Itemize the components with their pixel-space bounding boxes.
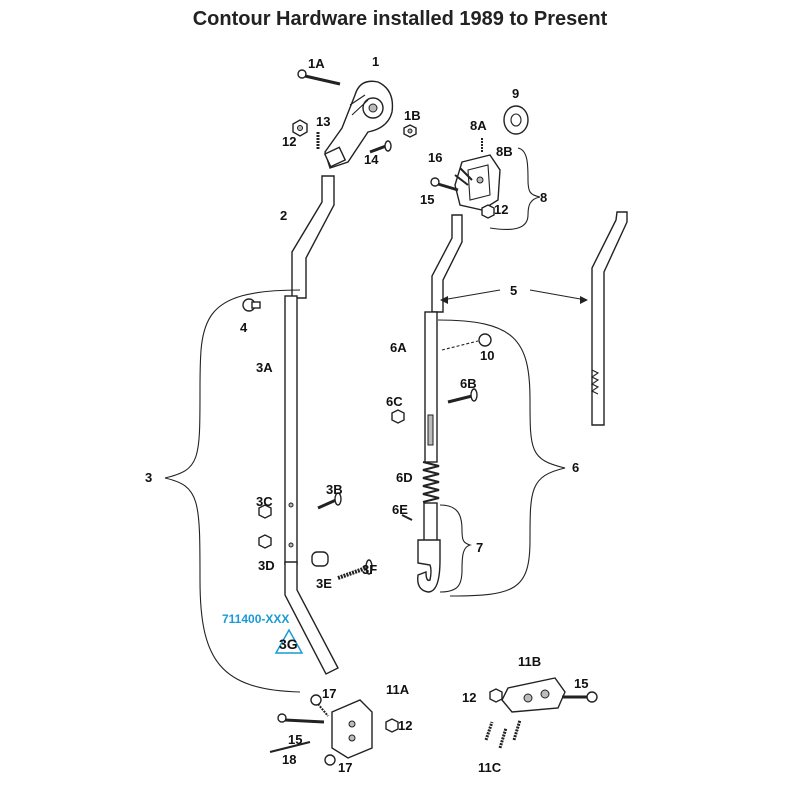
part-10-knob — [441, 333, 492, 351]
label-14: 14 — [364, 152, 379, 167]
label-3E: 3E — [316, 576, 332, 591]
label-3C: 3C — [256, 494, 273, 509]
label-3A: 3A — [256, 360, 273, 375]
part-12-nut-left-bottom — [385, 718, 399, 733]
part-5-separate-rod — [590, 211, 628, 426]
part-link-711400[interactable]: 711400-XXX — [222, 612, 289, 626]
label-3: 3 — [145, 470, 152, 485]
part-15-bolt-top — [430, 177, 459, 192]
part-3E-spacer — [311, 551, 329, 567]
page-title: Contour Hardware installed 1989 to Prese… — [192, 8, 608, 30]
label-6C: 6C — [386, 394, 403, 409]
label-12-top: 12 — [282, 134, 296, 149]
label-3F: 3F — [362, 562, 377, 577]
label-13: 13 — [316, 114, 330, 129]
part-1-handle-bracket — [323, 80, 394, 169]
part-12-nut-right-bottom — [489, 688, 503, 703]
part-3A-tube — [284, 295, 298, 565]
label-1A: 1A — [308, 56, 325, 71]
label-12-right: 12 — [494, 202, 508, 217]
label-10: 10 — [480, 348, 494, 363]
part-3D-lower-rod — [284, 561, 339, 675]
part-9-wheel — [503, 105, 529, 135]
part-8-bracket — [454, 154, 501, 211]
part-5-pointer — [440, 289, 588, 304]
label-8B: 8B — [496, 144, 513, 159]
part-3B-bolt — [317, 492, 342, 510]
brace-7 — [439, 504, 472, 593]
part-6B-bolt — [447, 388, 478, 404]
part-17-screw-a — [310, 694, 329, 717]
part-11A-bracket — [331, 699, 373, 759]
label-15-left: 15 — [288, 732, 302, 747]
label-6: 6 — [572, 460, 579, 475]
label-11B: 11B — [518, 654, 541, 669]
part-17-screw-b — [324, 754, 336, 766]
label-11C: 11C — [478, 760, 502, 775]
part-3G-triangle — [274, 628, 304, 654]
part-4-knob — [242, 298, 261, 312]
label-18: 18 — [282, 752, 296, 767]
label-5: 5 — [510, 283, 517, 298]
label-6A: 6A — [390, 340, 407, 355]
part-3C-nuts — [258, 504, 272, 549]
part-14-bolt — [369, 140, 392, 154]
label-1B: 1B — [404, 108, 421, 123]
part-6D-spring — [422, 461, 440, 503]
label-4: 4 — [240, 320, 248, 335]
brace-8 — [489, 147, 541, 231]
label-11A: 11A — [386, 682, 410, 697]
label-2: 2 — [280, 208, 287, 223]
part-3F-bolt — [337, 559, 373, 580]
label-15-right: 15 — [574, 676, 588, 691]
part-15-bolt-right — [562, 691, 598, 703]
label-8A: 8A — [470, 118, 487, 133]
part-1A-bolt — [297, 69, 341, 86]
label-3G[interactable]: 3G — [279, 636, 298, 652]
part-2-upper-rod — [291, 175, 335, 299]
label-16: 16 — [428, 150, 442, 165]
part-18-rod — [269, 741, 311, 753]
label-12-right-bottom: 12 — [462, 690, 476, 705]
part-12-nut-top — [292, 119, 308, 137]
part-5-upper-rod-right — [431, 214, 463, 313]
part-16-screws — [454, 167, 473, 186]
brace-6 — [437, 319, 566, 597]
label-17-top: 17 — [322, 686, 336, 701]
label-9: 9 — [512, 86, 519, 101]
part-6A-tube — [424, 311, 438, 463]
label-6B: 6B — [460, 376, 477, 391]
part-6C-nut — [391, 409, 405, 424]
part-11C-screws — [484, 719, 522, 749]
label-12-left-bottom: 12 — [398, 718, 412, 733]
label-1: 1 — [372, 54, 379, 69]
part-12-nut-right — [481, 204, 495, 219]
label-8: 8 — [540, 190, 547, 205]
part-15-bolt-left — [277, 713, 325, 724]
part-7-hook — [417, 502, 441, 593]
part-11B-bracket — [501, 677, 566, 713]
label-3B: 3B — [326, 482, 343, 497]
label-3D: 3D — [258, 558, 275, 573]
part-3G-link-group[interactable] — [274, 628, 304, 654]
label-6E: 6E — [392, 502, 408, 517]
label-17-bottom: 17 — [338, 760, 352, 775]
part-6E-pin — [401, 514, 413, 521]
part-1B-nut — [403, 124, 417, 138]
brace-3 — [164, 289, 301, 693]
label-6D: 6D — [396, 470, 413, 485]
label-15-top: 15 — [420, 192, 434, 207]
label-7: 7 — [476, 540, 483, 555]
